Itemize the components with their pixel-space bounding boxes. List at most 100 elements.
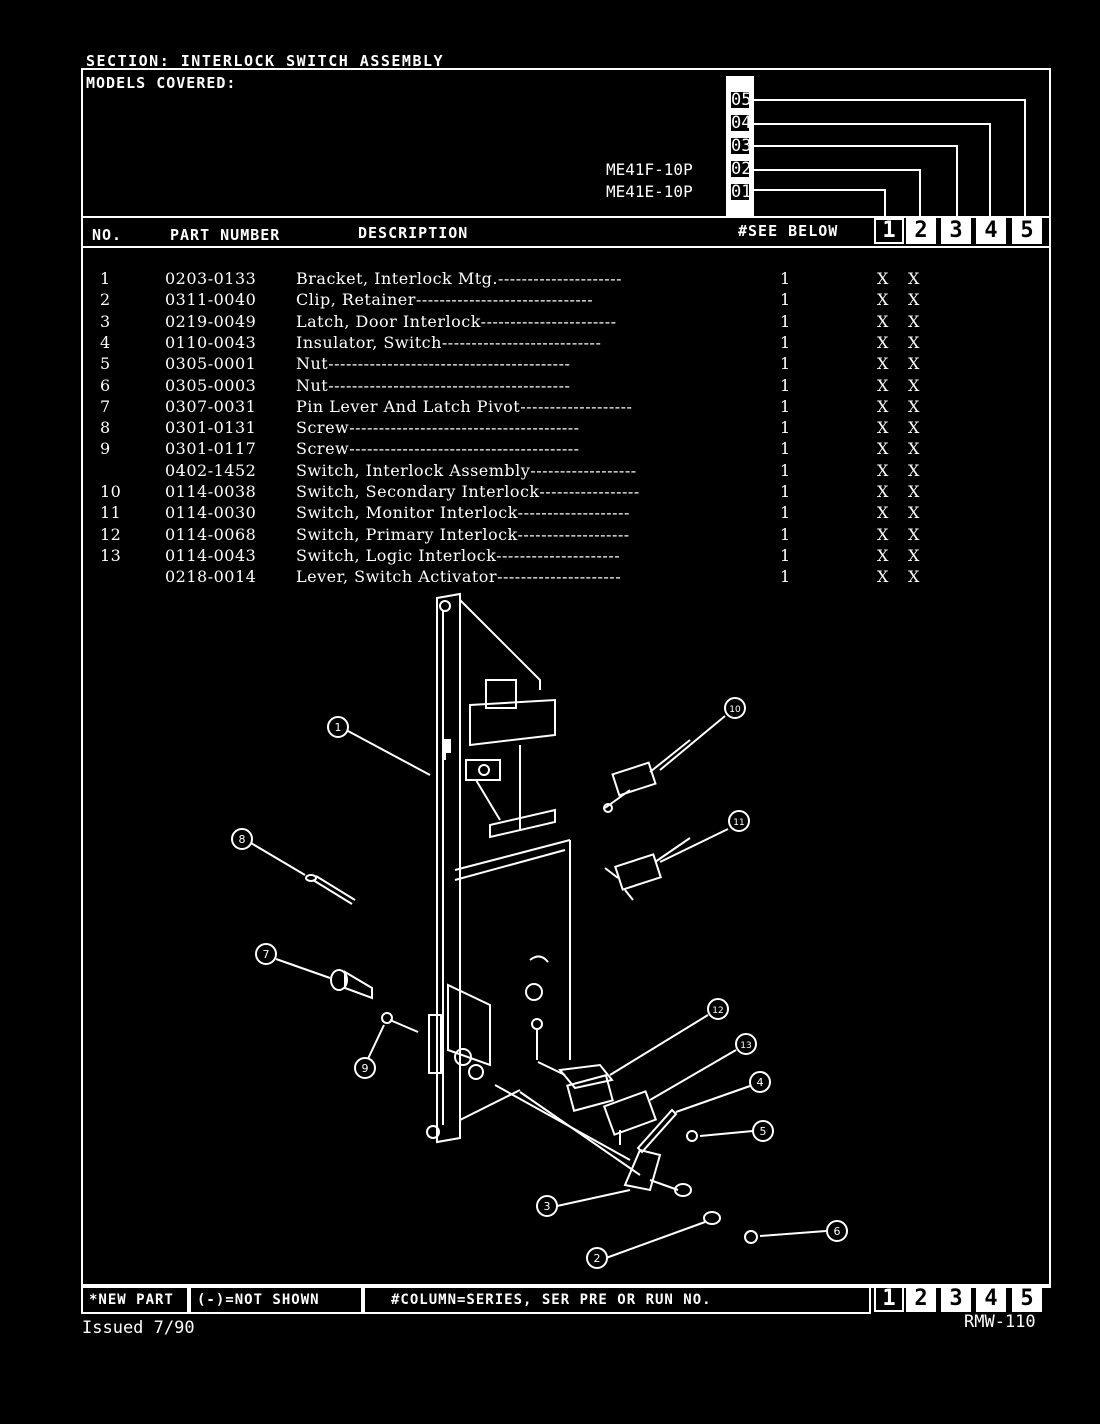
part-number: 0114-0068 [165, 524, 257, 544]
callout-circle [749, 1071, 771, 1093]
part-ref-number: 7 [100, 396, 111, 416]
part-number: 0219-0049 [165, 311, 257, 331]
primary-interlock-switch [537, 1061, 614, 1112]
footer-series-2: 2 [906, 1286, 936, 1312]
part-description: Switch, Logic Interlock-----------------… [296, 545, 621, 565]
part-quantity: 1 [780, 418, 791, 438]
part-row: 9 0301-0117 Screw-------------------------… [0, 439, 1100, 460]
series-1-mark: X [877, 396, 889, 416]
series-2-mark: X [908, 311, 920, 331]
nut-6 [744, 1230, 758, 1244]
part-description: Screw-----------------------------------… [296, 439, 580, 459]
col-see-below: #SEE BELOW [738, 222, 839, 240]
callout-label: 3 [544, 1200, 551, 1213]
part-description: Switch, Interlock Assembly--------------… [296, 460, 637, 480]
screw-9 [381, 1012, 419, 1033]
part-quantity: 1 [780, 503, 791, 523]
series-col-1: 1 [874, 218, 904, 244]
callout-circle [255, 943, 277, 965]
model-code-05: 05 [729, 90, 752, 110]
part-quantity: 1 [780, 460, 791, 480]
part-description: Switch, Secondary Interlock-------------… [296, 482, 640, 501]
series-2-mark: X [908, 439, 920, 459]
model-code-03: 03 [729, 136, 752, 156]
callout-circle [231, 828, 253, 850]
part-number: 0301-0117 [165, 439, 257, 459]
clip-2 [703, 1211, 721, 1225]
legend-not-shown: (-)=NOT SHOWN [189, 1286, 363, 1314]
model-code-01: 01 [729, 182, 752, 202]
header-top-rule [81, 216, 1051, 218]
door-latch-3 [494, 1084, 692, 1197]
part-quantity: 1 [780, 311, 791, 331]
callout-circle [354, 1057, 376, 1079]
series-2-mark: X [908, 460, 920, 480]
footer-series-1: 1 [874, 1286, 904, 1312]
document-id: RMW-110 [964, 1312, 1036, 1332]
logic-interlock-switch [602, 1090, 658, 1145]
monitor-interlock-switch [604, 837, 691, 901]
series-2-mark: X [908, 290, 920, 310]
col-no: NO. [92, 226, 123, 244]
part-ref-number: 5 [100, 354, 111, 374]
series-col-2: 2 [906, 218, 936, 244]
series-2-mark: X [908, 482, 920, 501]
series-1-mark: X [877, 567, 889, 587]
legend-new-part: *NEW PART [81, 1286, 189, 1314]
part-quantity: 1 [780, 354, 791, 374]
series-1-mark: X [877, 354, 889, 374]
series-1-mark: X [877, 482, 889, 501]
callout-circle [735, 1033, 757, 1055]
series-2-mark: X [908, 269, 920, 288]
section-title: SECTION: INTERLOCK SWITCH ASSEMBLY [86, 52, 445, 70]
part-ref-number: 4 [100, 332, 111, 352]
callout-circle [707, 998, 729, 1020]
part-quantity: 1 [780, 545, 791, 565]
model-code-04: 04 [729, 113, 752, 133]
models-covered-label: MODELS COVERED: [86, 74, 237, 92]
pivot-pin-7 [330, 969, 373, 1000]
callout-label: 13 [740, 1041, 751, 1051]
secondary-interlock-switch [603, 739, 691, 813]
callout-circle [724, 697, 746, 719]
series-1-mark: X [877, 545, 889, 565]
part-number: 0305-0001 [165, 354, 257, 374]
callout-circle [752, 1120, 774, 1142]
series-2-mark: X [908, 524, 920, 544]
part-quantity: 1 [780, 524, 791, 544]
model-code-02: 02 [729, 159, 752, 179]
series-1-mark: X [877, 290, 889, 310]
series-1-mark: X [877, 418, 889, 438]
part-description: Latch, Door Interlock-------------------… [296, 311, 617, 331]
series-1-mark: X [877, 332, 889, 352]
footer-series-4: 4 [976, 1286, 1006, 1312]
callout-circle [728, 810, 750, 832]
series-1-mark: X [877, 524, 889, 544]
callout-label: 9 [362, 1062, 369, 1075]
part-number: 0311-0040 [165, 290, 257, 310]
part-description: Lever, Switch Activator-----------------… [296, 567, 622, 587]
legend-column-note: #COLUMN=SERIES, SER PRE OR RUN NO. [363, 1286, 871, 1314]
part-quantity: 1 [780, 567, 791, 587]
part-ref-number: 9 [100, 439, 111, 459]
part-number: 0110-0043 [165, 332, 257, 352]
footer-series-5: 5 [1012, 1286, 1042, 1312]
part-description: Insulator, Switch-----------------------… [296, 332, 602, 352]
part-ref-number: 6 [100, 375, 111, 395]
callout-label: 1 [335, 721, 342, 734]
callout-label: 8 [239, 833, 246, 846]
series-2-mark: X [908, 545, 920, 565]
header-bottom-rule [81, 246, 1051, 248]
part-description: Bracket, Interlock Mtg.-----------------… [296, 269, 623, 288]
callout-circle [536, 1195, 558, 1217]
screw-8 [305, 874, 356, 905]
part-quantity: 1 [780, 375, 791, 395]
callout-label: 2 [594, 1252, 601, 1265]
interlock-bracket [426, 592, 571, 1144]
